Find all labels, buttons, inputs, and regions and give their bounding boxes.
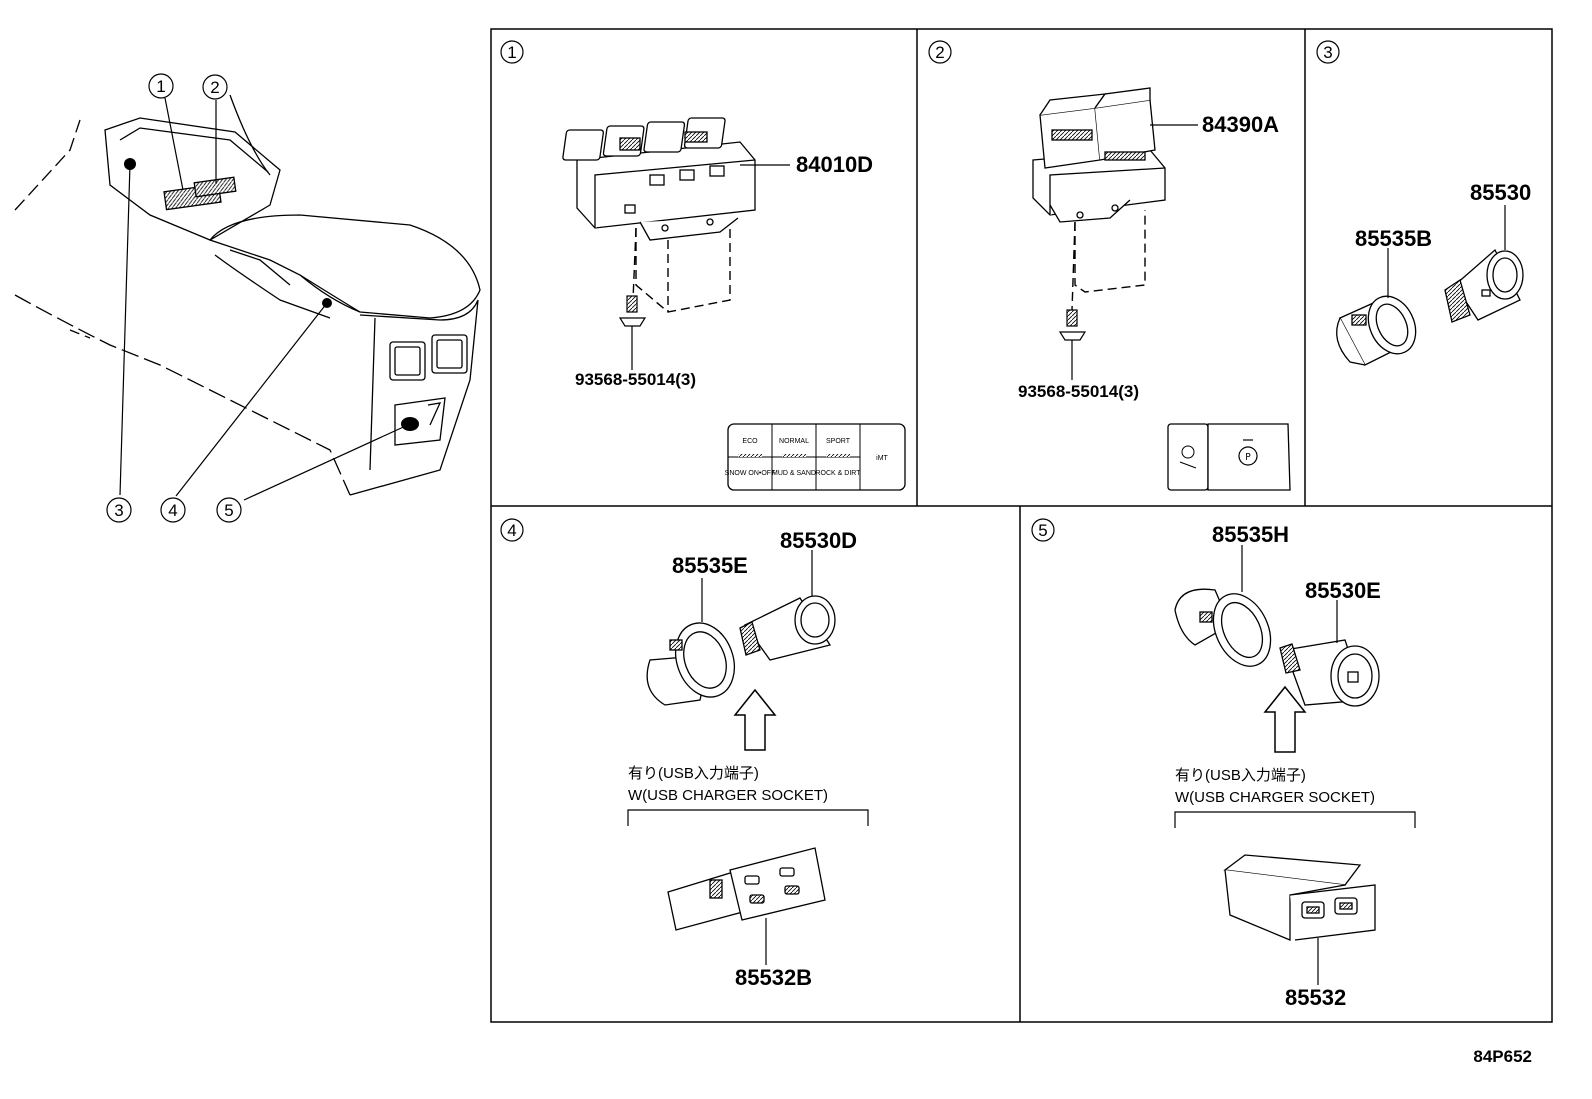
panel-1: 1 — [500, 40, 906, 491]
svg-text:5: 5 — [224, 501, 233, 520]
svg-text:1: 1 — [156, 77, 165, 96]
console-overview — [14, 94, 481, 496]
usb-note-jp-p5: 有り(USB入力端子) — [1175, 767, 1306, 784]
parking-brake-icon: P — [1238, 439, 1258, 466]
callout-5: 5 — [216, 497, 242, 523]
socket-85530 — [1444, 248, 1524, 323]
usb-bracket-p5 — [1174, 811, 1416, 828]
svg-text:2: 2 — [935, 43, 944, 62]
socket-85530E — [1279, 639, 1380, 707]
hill-descent-icon — [1179, 445, 1197, 469]
svg-text:P: P — [1245, 452, 1251, 463]
part-number-85532: 85532 — [1285, 985, 1346, 1010]
usb-note-en-p4: W(USB CHARGER SOCKET) — [628, 787, 828, 804]
usb-charger-85532 — [1223, 854, 1376, 941]
panel-3: 3 85535B 85530 — [1316, 40, 1531, 366]
usb-bracket-p4 — [627, 809, 869, 826]
part-number-85535H: 85535H — [1212, 522, 1289, 547]
panel-5-index: 5 — [1031, 518, 1055, 542]
callout-4: 4 — [160, 497, 186, 523]
panel-3-index: 3 — [1316, 40, 1340, 64]
svg-text:5: 5 — [1038, 521, 1047, 540]
socket-85530D — [739, 595, 836, 661]
button-normal: NORMAL — [779, 438, 809, 445]
figure-code: 84P652 — [1473, 1047, 1532, 1066]
panel-1-mounting-hint — [632, 225, 731, 313]
part-number-85535E: 85535E — [672, 553, 748, 578]
button-rock-dirt: ROCK & DIRT — [816, 470, 862, 477]
button-eco: ECO — [742, 438, 758, 445]
screw-icon — [1058, 309, 1087, 380]
panel-2-index: 2 — [928, 40, 952, 64]
button-snow: SNOW ON•OFF — [725, 470, 776, 477]
svg-text:2: 2 — [210, 78, 219, 97]
svg-text:4: 4 — [507, 521, 516, 540]
part-number-85530E: 85530E — [1305, 578, 1381, 603]
part-number-screw-p1: 93568-55014(3) — [575, 370, 696, 389]
button-sport: SPORT — [826, 438, 851, 445]
button-imt: iMT — [876, 455, 888, 462]
arrow-up-icon — [733, 688, 777, 751]
part-number-screw-p2: 93568-55014(3) — [1018, 382, 1139, 401]
panel-frames — [490, 28, 1553, 1023]
callout-1: 1 — [148, 73, 174, 99]
part-number-85530: 85530 — [1470, 180, 1531, 205]
svg-text:3: 3 — [114, 501, 123, 520]
panel-4: 4 85535E 85530D 有り(USB入力端子) W(USB CHARGE… — [500, 518, 869, 990]
overview-leaders — [119, 97, 411, 501]
socket-housing-85535E — [646, 622, 735, 706]
panel-2-mounting-hint — [1071, 210, 1146, 311]
part-number-85532B: 85532B — [735, 965, 812, 990]
svg-text:1: 1 — [507, 43, 516, 62]
panel-5: 5 85535H 85530E 有り(USB入力端子) W(USB CHARGE… — [1031, 518, 1416, 1010]
switch-assembly-84390A — [1032, 87, 1166, 223]
svg-text:3: 3 — [1323, 43, 1332, 62]
svg-text:4: 4 — [168, 501, 177, 520]
arrow-up-icon — [1263, 685, 1307, 753]
part-number-85535B: 85535B — [1355, 226, 1432, 251]
panel-2: 2 84390A 93568-55014(3) — [928, 40, 1291, 491]
callout-3: 3 — [106, 497, 132, 523]
switch-face-detail-2: P — [1167, 423, 1291, 491]
panel-1-index: 1 — [500, 40, 524, 64]
socket-housing-85535H — [1174, 588, 1272, 667]
callout-2: 2 — [202, 74, 228, 100]
button-mud-sand: MUD & SAND — [772, 470, 816, 477]
switch-assembly-84010D — [562, 117, 756, 241]
part-number-84390A: 84390A — [1202, 112, 1279, 137]
usb-note-jp-p4: 有り(USB入力端子) — [628, 765, 759, 782]
socket-housing-85535B — [1336, 295, 1417, 366]
panel-4-index: 4 — [500, 518, 524, 542]
part-number-84010D: 84010D — [796, 152, 873, 177]
screw-icon — [618, 295, 647, 370]
switch-face-detail: ECO NORMAL SPORT SNOW ON•OFF MUD & SAND … — [725, 423, 906, 491]
part-number-85530D: 85530D — [780, 528, 857, 553]
usb-note-en-p5: W(USB CHARGER SOCKET) — [1175, 789, 1375, 806]
usb-charger-85532B — [667, 847, 826, 931]
